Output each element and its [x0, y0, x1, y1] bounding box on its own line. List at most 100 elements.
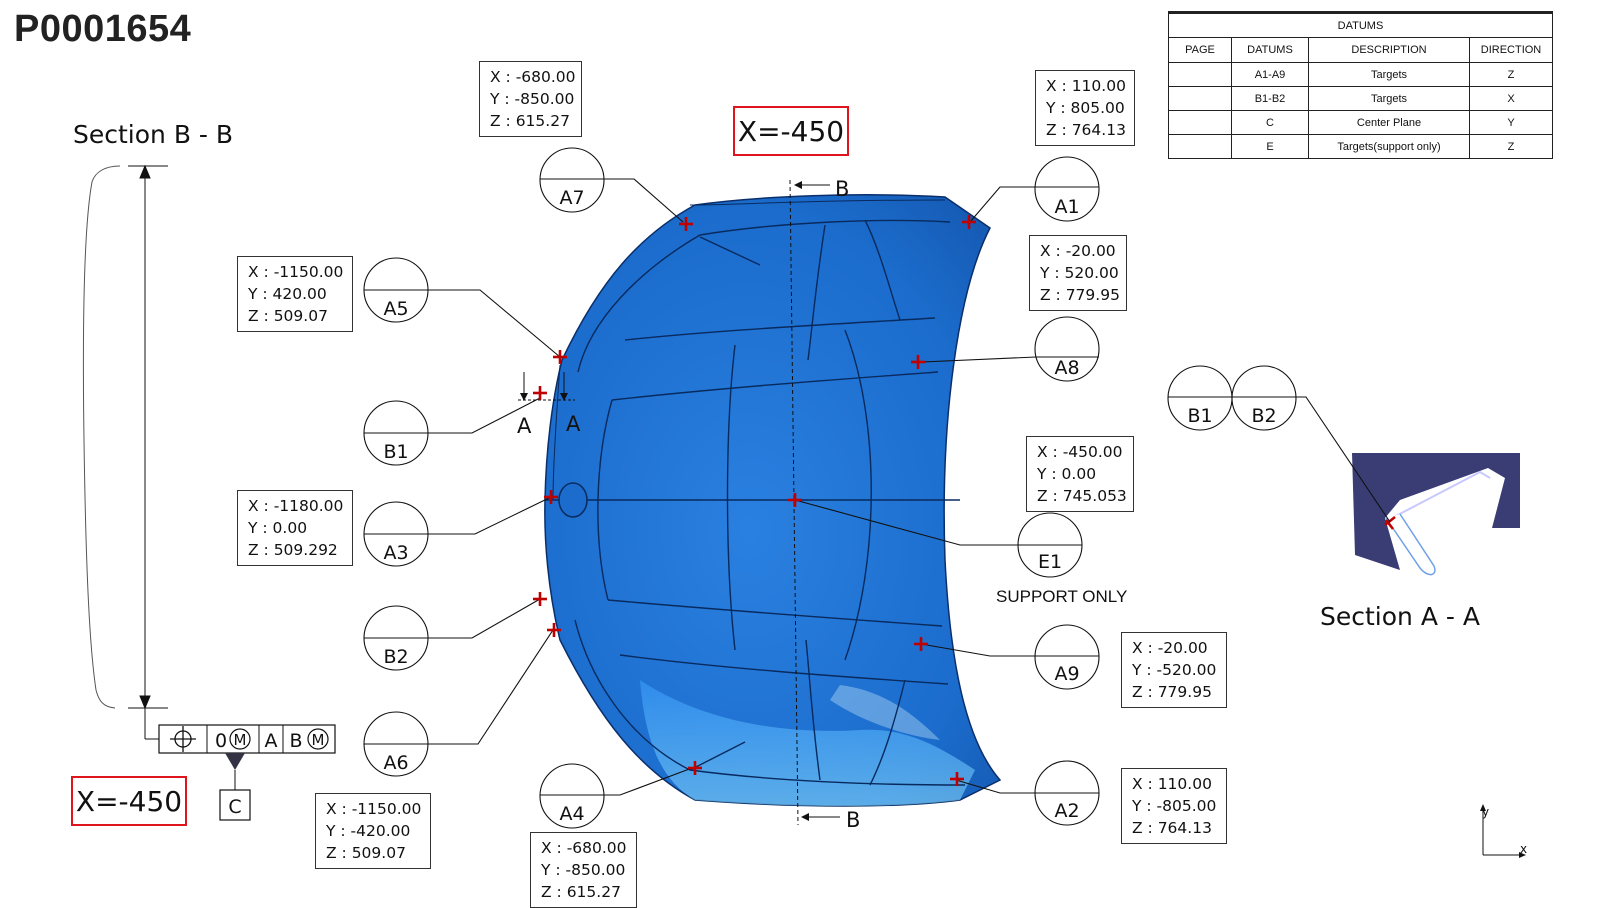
- coord-y: Y : -805.00: [1132, 797, 1217, 815]
- bubble-a5: [363, 257, 429, 323]
- section-line-aa: [518, 372, 575, 401]
- cut-letter-a-left: A: [517, 414, 532, 438]
- header-direction: DIRECTION: [1469, 37, 1553, 63]
- section-bb-view: [82, 164, 168, 740]
- target-mark-b2: [533, 592, 547, 606]
- target-mark-a6: [547, 623, 561, 637]
- bubble-labels: A1 A8 E1 A9 A2 A5 B1 A3 B2 A6 A4 A7 B1 B…: [383, 187, 1276, 825]
- coord-y: Y : -520.00: [1132, 661, 1217, 679]
- coord-box-a4: X : -680.00 Y : -850.00 Z : 615.27: [530, 832, 637, 908]
- fcf-datum-b: B: [289, 730, 302, 752]
- coord-z: Z : 615.27: [490, 112, 570, 130]
- coord-box-a1: X : 110.00 Y : 805.00 Z : 764.13: [1035, 70, 1135, 146]
- bubble-b1-right: [1167, 365, 1233, 431]
- bubble-b1: [363, 400, 429, 466]
- table-row: B1-B2 Targets X: [1168, 86, 1553, 111]
- target-mark-e1: [788, 493, 802, 507]
- feature-control-frame: 0 M A B M C: [158, 724, 336, 821]
- datum-table-header: PAGE DATUMS DESCRIPTION DIRECTION: [1168, 37, 1553, 63]
- cell-description: Targets: [1308, 86, 1470, 111]
- coord-box-a9: X : -20.00 Y : -520.00 Z : 779.95: [1121, 632, 1227, 708]
- bubble-a3: [363, 501, 429, 567]
- bubble-label-e1: E1: [1038, 551, 1062, 573]
- cell-datums: E: [1231, 134, 1309, 159]
- target-mark-a9: [914, 637, 928, 651]
- section-aa-label: Section A - A: [1320, 602, 1480, 631]
- cell-page: [1168, 62, 1232, 87]
- bubble-label-a8: A8: [1054, 357, 1079, 379]
- target-mark-b1: [533, 386, 547, 400]
- coord-box-a6: X : -1150.00 Y : -420.00 Z : 509.07: [315, 793, 431, 869]
- bubble-a1: [1034, 156, 1100, 222]
- table-row: C Center Plane Y: [1168, 110, 1553, 135]
- coord-x: X : -1150.00: [326, 800, 422, 818]
- coord-z: Z : 779.95: [1040, 286, 1120, 304]
- coord-y: Y : 0.00: [1037, 465, 1097, 483]
- bubble-a8: [1034, 316, 1100, 382]
- coord-z: Z : 615.27: [541, 883, 621, 901]
- target-mark-a1: [962, 215, 976, 229]
- cell-datums: C: [1231, 110, 1309, 135]
- bubble-label-a3: A3: [383, 542, 408, 564]
- table-row: E Targets(support only) Z: [1168, 134, 1553, 159]
- coord-y: Y : -850.00: [490, 90, 575, 108]
- coord-z: Z : 509.292: [248, 541, 338, 559]
- target-mark-a8: [911, 355, 925, 369]
- coord-z: Z : 509.07: [248, 307, 328, 325]
- section-x-highlight-left: X=-450: [71, 776, 187, 826]
- section-aa-view: [1352, 453, 1520, 576]
- cell-direction: Z: [1469, 134, 1553, 159]
- leader-lines: [421, 178, 1391, 796]
- target-mark-a2: [950, 772, 964, 786]
- cell-description: Targets: [1308, 62, 1470, 87]
- bubble-a9: [1034, 624, 1100, 690]
- bubble-label-a6: A6: [383, 752, 408, 774]
- coord-box-a2: X : 110.00 Y : -805.00 Z : 764.13: [1121, 768, 1227, 844]
- coord-x: X : -450.00: [1037, 443, 1123, 461]
- cell-direction: Y: [1469, 110, 1553, 135]
- fcf-tolerance: 0: [215, 730, 227, 752]
- bubble-label-a5: A5: [383, 298, 408, 320]
- coord-x: X : -680.00: [490, 68, 576, 86]
- cell-page: [1168, 110, 1232, 135]
- cell-direction: Z: [1469, 62, 1553, 87]
- coord-y: Y : -850.00: [541, 861, 626, 879]
- cut-letter-b-bottom: B: [846, 808, 860, 832]
- cut-letter-b-top: B: [835, 177, 849, 201]
- coord-box-e1: X : -450.00 Y : 0.00 Z : 745.053: [1026, 436, 1134, 512]
- coord-x: X : -20.00: [1132, 639, 1208, 657]
- cell-description: Targets(support only): [1308, 134, 1470, 159]
- bubble-label-a4: A4: [559, 803, 584, 825]
- datum-triangle-icon: [225, 753, 245, 770]
- cell-description: Center Plane: [1308, 110, 1470, 135]
- coord-box-a7: X : -680.00 Y : -850.00 Z : 615.27: [479, 61, 582, 137]
- bubble-b2: [363, 605, 429, 671]
- coord-z: Z : 779.95: [1132, 683, 1212, 701]
- bubble-a4: [539, 763, 605, 829]
- bubble-a7: [539, 147, 605, 213]
- axis-indicator: y x: [1480, 804, 1527, 858]
- support-only-note: SUPPORT ONLY: [996, 587, 1128, 606]
- bubble-b2-right: [1231, 365, 1297, 431]
- coord-x: X : -20.00: [1040, 242, 1116, 260]
- part-number: P0001654: [14, 8, 192, 50]
- coord-z: Z : 745.053: [1037, 487, 1127, 505]
- target-mark-a5: [553, 350, 567, 364]
- bubble-label-b2-right: B2: [1251, 405, 1276, 427]
- bubble-label-b2: B2: [383, 646, 408, 668]
- datum-table-title-row: DATUMS: [1168, 11, 1553, 38]
- fcf-modifier-2: M: [312, 731, 325, 749]
- coord-box-a8: X : -20.00 Y : 520.00 Z : 779.95: [1029, 235, 1127, 311]
- coord-y: Y : 420.00: [248, 285, 327, 303]
- cell-page: [1168, 86, 1232, 111]
- cut-letters: B B A A: [517, 177, 860, 832]
- datum-bubbles: [363, 147, 1297, 829]
- axis-x-label: x: [1520, 842, 1527, 856]
- cell-datums: B1-B2: [1231, 86, 1309, 111]
- header-page: PAGE: [1168, 37, 1232, 63]
- coord-x: X : -680.00: [541, 839, 627, 857]
- bubble-label-a2: A2: [1054, 800, 1079, 822]
- target-mark-a7: [679, 217, 693, 231]
- axis-y-label: y: [1482, 805, 1489, 819]
- coord-y: Y : 805.00: [1046, 99, 1125, 117]
